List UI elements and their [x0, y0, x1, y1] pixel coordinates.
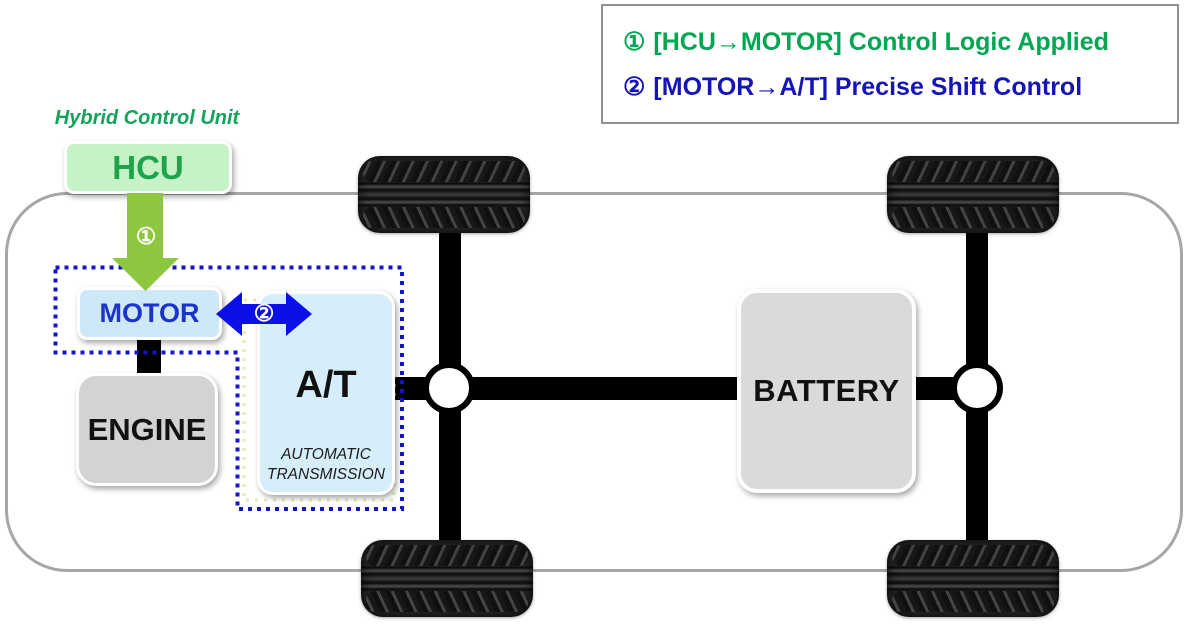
battery-box: BATTERY — [737, 289, 916, 493]
legend-item-hcu-motor: ①[HCU→MOTOR] Control Logic Applied — [623, 27, 1177, 57]
battery-label: BATTERY — [753, 373, 900, 408]
arrow-badge-2: ② — [253, 300, 275, 327]
motor-box: MOTOR — [77, 287, 222, 340]
legend-box: ①[HCU→MOTOR] Control Logic Applied ②[MOT… — [601, 4, 1179, 124]
tire-rear-left — [361, 540, 533, 617]
engine-label: ENGINE — [87, 411, 207, 447]
engine-box: ENGINE — [76, 373, 218, 486]
motor-label: MOTOR — [99, 298, 200, 328]
legend-item-motor-at: ②[MOTOR→A/T] Precise Shift Control — [623, 72, 1177, 102]
tire-front-right — [887, 156, 1059, 233]
legend-num-2: ② — [623, 72, 646, 101]
hcu-box: HCU — [64, 141, 232, 194]
arrow-badge-1: ① — [135, 223, 157, 250]
hcu-label: HCU — [112, 148, 184, 186]
tire-front-left — [358, 156, 530, 233]
legend-text-2: [MOTOR→A/T] Precise Shift Control — [653, 72, 1083, 101]
at-box: A/T AUTOMATIC TRANSMISSION — [257, 291, 395, 495]
at-label: A/T — [295, 364, 357, 406]
at-sublabel: AUTOMATIC TRANSMISSION — [267, 446, 385, 483]
legend-num-1: ① — [623, 27, 646, 56]
legend-text-1: [HCU→MOTOR] Control Logic Applied — [653, 27, 1109, 56]
tire-rear-right — [887, 540, 1059, 617]
hcu-caption: Hybrid Control Unit — [54, 107, 240, 129]
